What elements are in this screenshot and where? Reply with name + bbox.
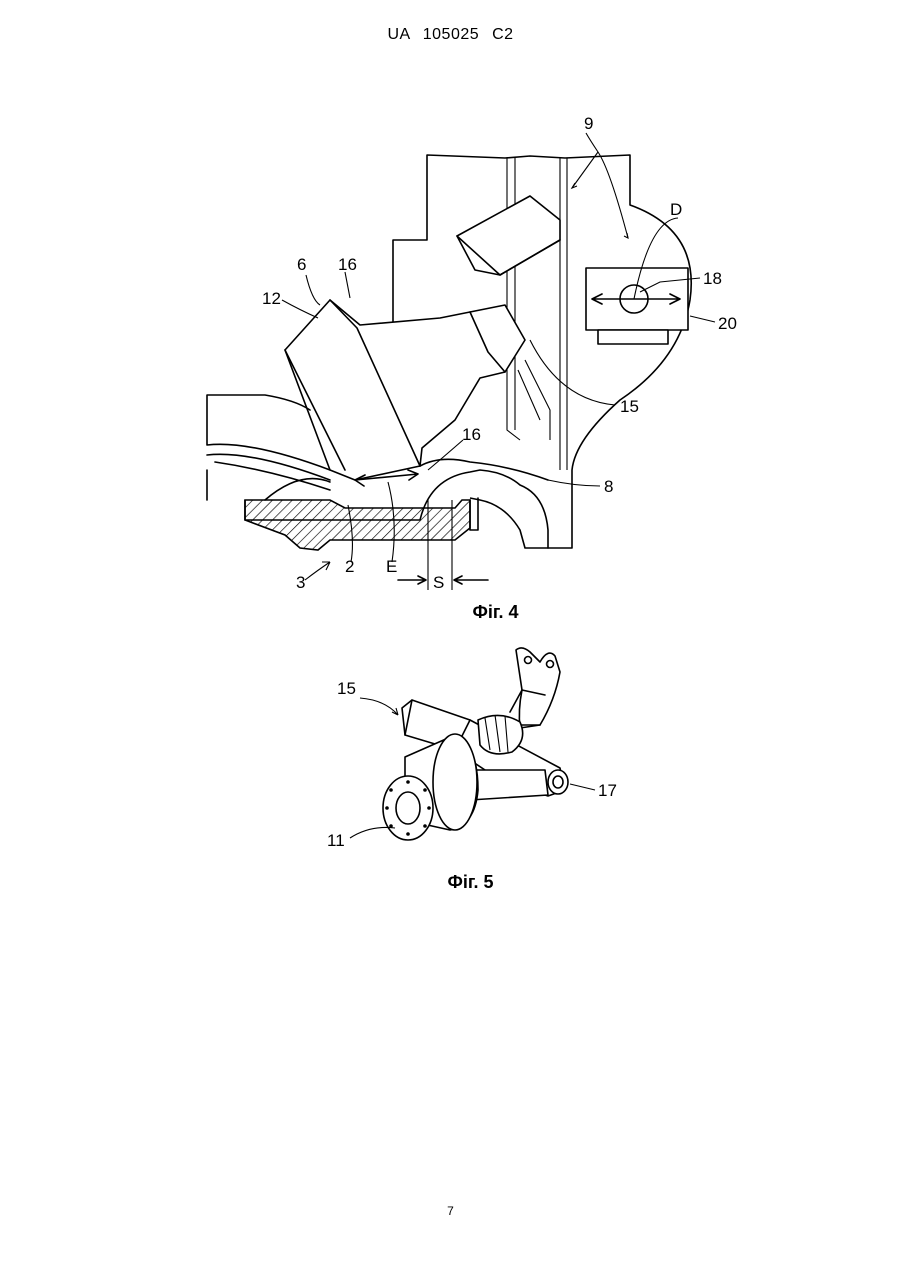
ref-17: 17 xyxy=(598,781,617,800)
ref-20: 20 xyxy=(718,314,737,333)
ref-3: 3 xyxy=(296,573,305,592)
ref-16-bottom: 16 xyxy=(462,425,481,444)
figure-4-caption: Фіг. 4 xyxy=(45,602,901,623)
ref-15: 15 xyxy=(620,397,639,416)
figure-4-drawing: 9 D 6 16 12 18 20 15 16 8 3 2 E S xyxy=(0,0,901,640)
ref-16-top: 16 xyxy=(338,255,357,274)
ref-6: 6 xyxy=(297,255,306,274)
ref-e: E xyxy=(386,557,397,576)
ref-8: 8 xyxy=(604,477,613,496)
actuator-12 xyxy=(285,300,525,480)
ref-18: 18 xyxy=(703,269,722,288)
figure-5-caption: Фіг. 5 xyxy=(20,872,901,893)
ref-s: S xyxy=(433,573,444,592)
figure-5-drawing: 15 17 11 xyxy=(0,640,901,870)
ref-11: 11 xyxy=(327,831,345,850)
flange xyxy=(383,776,433,840)
arm xyxy=(516,648,560,728)
ref-15-fig5: 15 xyxy=(337,679,356,698)
ref-2: 2 xyxy=(345,557,354,576)
ref-12: 12 xyxy=(262,289,281,308)
ref-9: 9 xyxy=(584,114,593,133)
page-number: 7 xyxy=(0,1204,901,1218)
upper-block xyxy=(457,196,560,275)
hatched-base xyxy=(245,500,470,550)
ref-d: D xyxy=(670,200,682,219)
